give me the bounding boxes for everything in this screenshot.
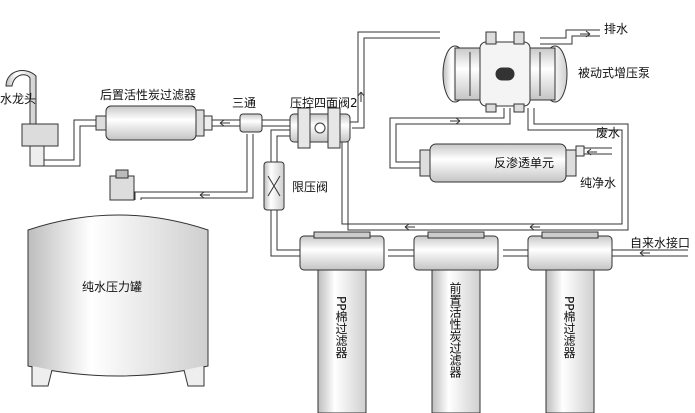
label-limit-valve: 限压阀 [292, 180, 329, 194]
label-waste: 废水 [596, 126, 621, 140]
tee-connector [239, 113, 263, 133]
label-inlet: 自来水接口 [630, 236, 691, 250]
label-pp2: PP棉过滤器 [562, 296, 576, 359]
label-drain: 排水 [604, 22, 629, 36]
pp-filter-2 [527, 231, 613, 413]
pressure-tank [27, 169, 209, 387]
label-tank: 纯水压力罐 [82, 280, 143, 294]
label-pre-carbon: 前置活性炭过滤器 [448, 282, 462, 378]
label-pure: 纯净水 [580, 176, 617, 190]
label-tee: 三通 [232, 96, 257, 110]
label-ro: 反渗透单元 [494, 156, 555, 170]
label-post-carbon: 后置活性炭过滤器 [100, 88, 197, 102]
label-pp1: PP棉过滤器 [334, 296, 348, 359]
flow-arrows [199, 30, 650, 257]
post-carbon-filter [95, 105, 213, 141]
pp-filter-1 [299, 231, 385, 413]
ro-membrane [419, 143, 585, 183]
label-valve: 压控四面阀2 [290, 96, 358, 110]
label-pump: 被动式增压泵 [578, 66, 651, 80]
label-faucet: 水龙头 [0, 92, 37, 106]
faucet [5, 70, 59, 167]
booster-pump [442, 31, 568, 113]
pressure-valve [289, 107, 351, 149]
pre-carbon-filter [413, 231, 499, 413]
limit-valve [263, 161, 285, 211]
